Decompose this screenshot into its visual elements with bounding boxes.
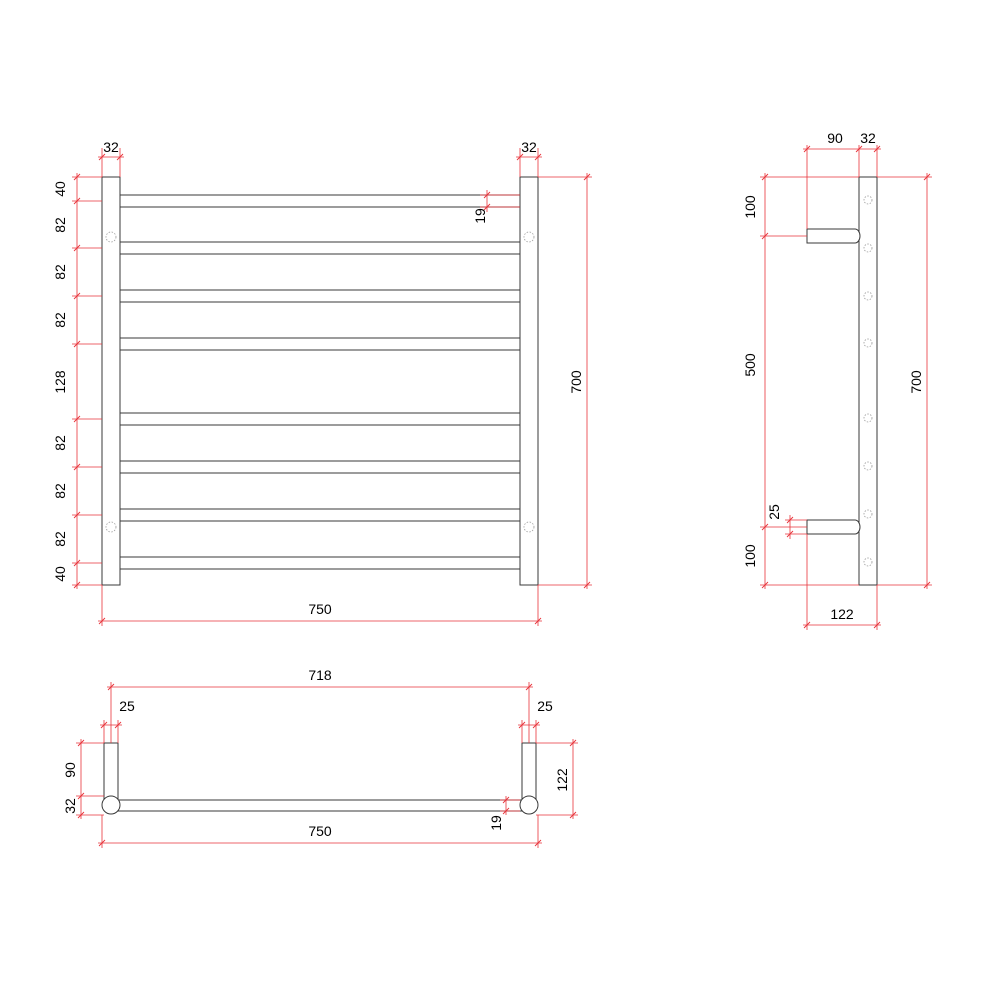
dim-post-widths-top xyxy=(98,148,542,177)
right-post xyxy=(519,176,539,586)
dim-label-inner-span: 718 xyxy=(308,667,332,683)
top-view: 718 25 25 90 32 xyxy=(62,667,578,848)
side-post xyxy=(858,176,878,586)
dim-overall-height xyxy=(538,173,592,589)
dim-label-spacing-8: 82 xyxy=(52,531,68,547)
right-post-section xyxy=(519,795,539,815)
dim-bracket-diameter xyxy=(785,515,807,539)
left-post xyxy=(101,176,121,586)
left-post-section xyxy=(101,795,121,815)
dim-overall-width xyxy=(98,585,542,626)
dim-label-top-overall-depth: 122 xyxy=(554,768,570,792)
dim-side-overall-height xyxy=(877,173,932,589)
dim-rail-diameter xyxy=(480,190,520,212)
dim-label-top-offset: 100 xyxy=(742,195,758,219)
dim-label-top-projection: 90 xyxy=(62,762,78,778)
dim-side-top xyxy=(803,145,881,229)
dim-label-top-post-depth: 32 xyxy=(62,798,78,814)
dim-label-right-bracket: 25 xyxy=(537,698,553,714)
dim-label-overall-width: 750 xyxy=(308,601,332,617)
side-view: 90 32 100 500 100 25 xyxy=(742,130,932,630)
dim-label-spacing-3: 82 xyxy=(52,264,68,280)
dim-label-side-post-width: 32 xyxy=(860,130,876,146)
bottom-bracket xyxy=(806,519,861,535)
dim-top-left-chain xyxy=(76,739,104,819)
dim-label-left-bracket: 25 xyxy=(119,698,135,714)
dim-label-side-overall-height: 700 xyxy=(908,370,924,394)
dim-side-chain xyxy=(760,173,859,589)
dim-label-projection: 90 xyxy=(827,130,843,146)
dim-bracket-widths xyxy=(100,720,540,743)
dim-label-top-overall-width: 750 xyxy=(308,823,332,839)
side-mounting-holes xyxy=(863,195,873,567)
front-view: 32 32 19 xyxy=(52,139,592,626)
dim-top-rail-diameter xyxy=(500,796,520,815)
dim-label-left-post-width: 32 xyxy=(103,139,119,155)
dim-spacing-chain xyxy=(72,173,102,589)
front-rails xyxy=(119,194,521,570)
left-bracket-plan xyxy=(103,742,119,804)
dim-label-bracket-diameter: 25 xyxy=(766,504,782,520)
dim-inner-span xyxy=(107,682,533,743)
dim-label-spacing-5: 128 xyxy=(52,370,68,394)
dim-label-spacing-7: 82 xyxy=(52,483,68,499)
dim-side-overall-depth xyxy=(803,534,881,630)
dim-label-spacing-4: 82 xyxy=(52,312,68,328)
dim-label-overall-height: 700 xyxy=(568,370,584,394)
dim-label-top-rail-diameter: 19 xyxy=(488,815,504,831)
mounting-holes xyxy=(105,231,535,533)
top-bracket xyxy=(806,228,861,244)
dim-label-spacing-1: 40 xyxy=(52,181,68,197)
right-bracket-plan xyxy=(521,742,537,804)
dim-top-overall-width xyxy=(98,815,542,848)
dim-top-overall-depth xyxy=(536,739,578,819)
dim-label-bottom-offset: 100 xyxy=(742,544,758,568)
dim-label-bracket-span: 500 xyxy=(742,353,758,377)
dim-label-spacing-6: 82 xyxy=(52,435,68,451)
dim-label-spacing-2: 82 xyxy=(52,217,68,233)
dim-label-spacing-9: 40 xyxy=(52,566,68,582)
top-rail xyxy=(110,799,530,812)
dim-label-rail-diameter: 19 xyxy=(472,208,488,224)
dim-label-side-overall-depth: 122 xyxy=(830,606,854,622)
dim-label-right-post-width: 32 xyxy=(521,139,537,155)
